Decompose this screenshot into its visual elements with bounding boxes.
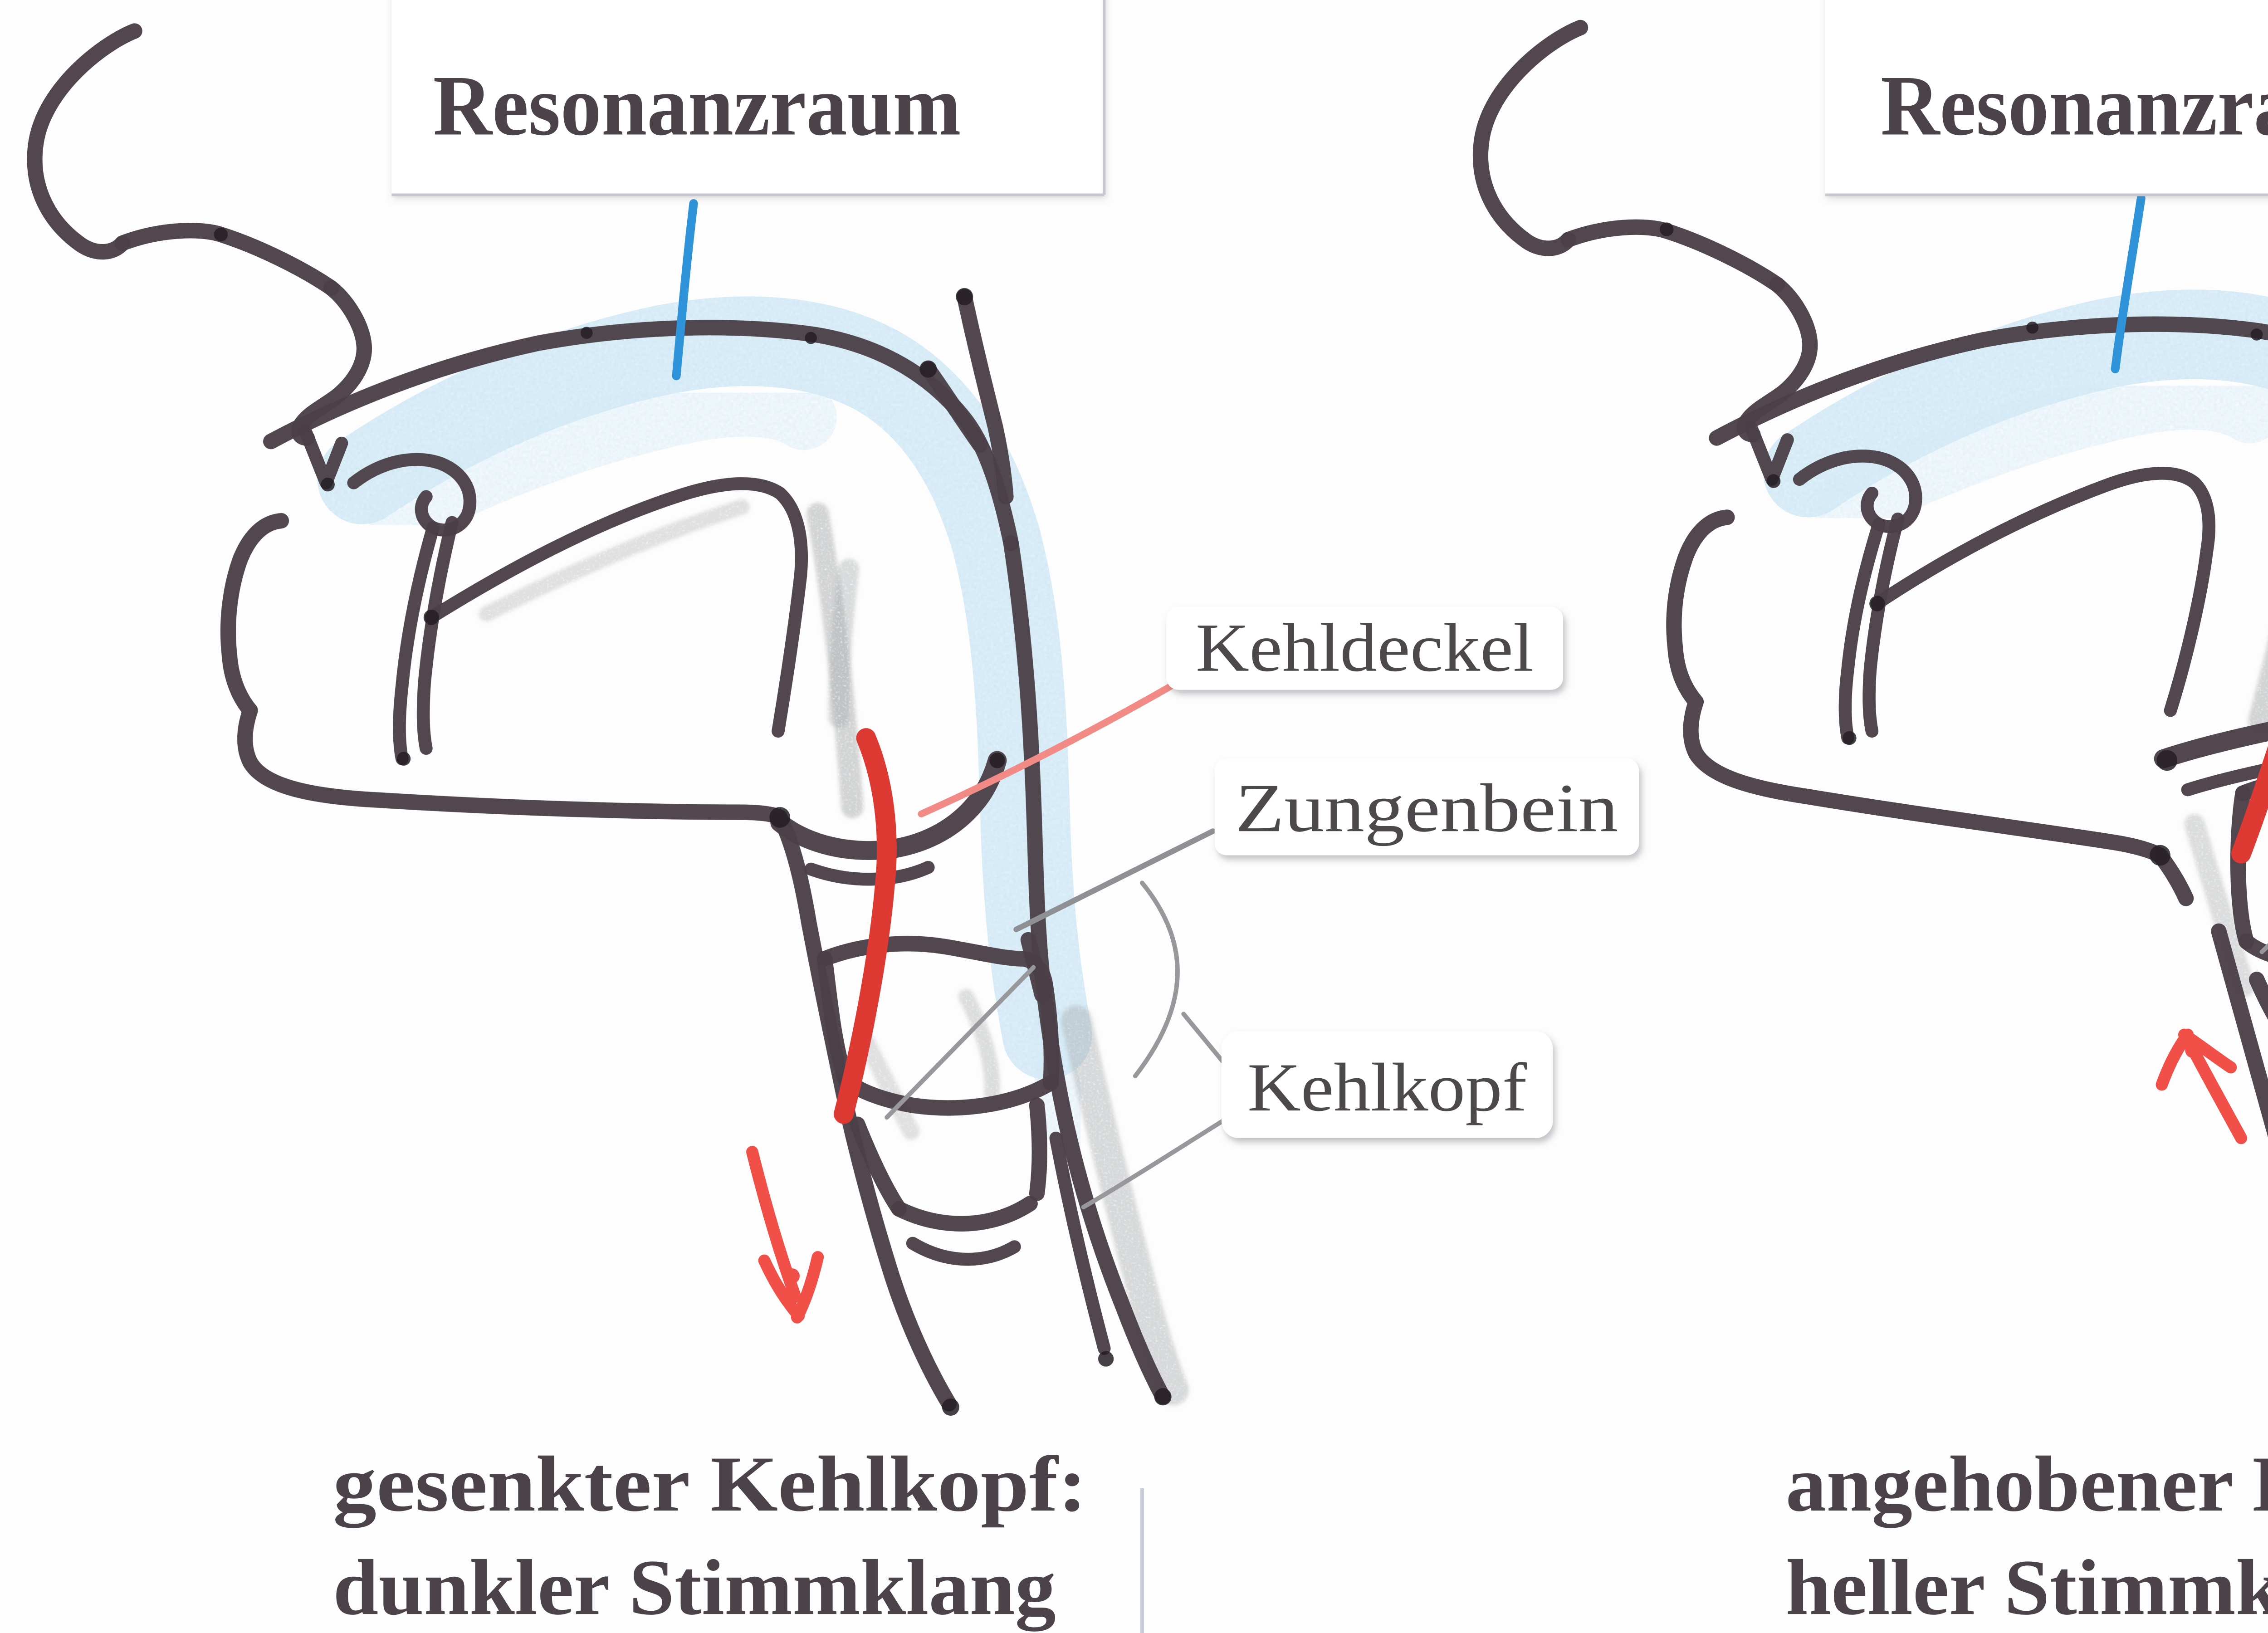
zungenbein-label: Zungenbein [1235, 769, 1618, 846]
left-title: Resonanzraum [433, 59, 961, 154]
right-caption: angehobener Kehlkopf: heller Stimmklang [1786, 1440, 2268, 1632]
left-epiglottis [834, 728, 897, 1124]
up-arrow-icon [2156, 1028, 2248, 1144]
left-caption-line1: gesenkter Kehlkopf: [333, 1440, 1087, 1528]
left-figure [27, 23, 1189, 1416]
zungenbein-annotation: Zungenbein [1013, 758, 1639, 933]
right-resonance-pointer-line [2111, 194, 2146, 374]
right-caption-line1: angehobener Kehlkopf: [1786, 1440, 2268, 1528]
left-stroke-dots [214, 227, 1172, 1416]
zungenbein-pointer-line [1013, 828, 1216, 933]
kehlkopf-brace-line [1133, 880, 1180, 1079]
right-title-box: Resonanzraum [1825, 0, 2268, 196]
right-resonance-space-shading [1763, 289, 2268, 540]
right-epiglottis [2231, 746, 2268, 864]
left-caption-line2: dunkler Stimmklang [333, 1543, 1056, 1632]
left-title-box: Resonanzraum [391, 0, 1106, 196]
kehlkopf-pointer-line-2 [1081, 1115, 1231, 1209]
left-resonance-space-shading [317, 296, 1101, 1169]
kehlkopf-label: Kehlkopf [1247, 1049, 1527, 1125]
right-figure [1472, 20, 2268, 1144]
right-larynx [2154, 722, 2268, 1020]
right-stroke-dots [1660, 222, 2263, 866]
left-larynx [770, 728, 1111, 1355]
kehldeckel-pointer-line [918, 679, 1180, 817]
left-head-outline [27, 23, 1171, 1412]
right-head-outline [1472, 20, 2268, 1138]
right-title: Resonanzraum [1881, 59, 2268, 154]
kehldeckel-label: Kehldeckel [1196, 609, 1534, 686]
left-resonance-pointer-line [672, 199, 698, 381]
left-caption: gesenkter Kehlkopf: dunkler Stimmklang [333, 1440, 1087, 1632]
right-caption-line2: heller Stimmklang [1786, 1543, 2268, 1632]
kehlkopf-annotation: Kehlkopf [1081, 880, 1553, 1209]
right-pencil-shading [2184, 641, 2268, 997]
kehldeckel-annotation: Kehldeckel [918, 607, 1564, 817]
down-arrow-icon [746, 1146, 824, 1324]
